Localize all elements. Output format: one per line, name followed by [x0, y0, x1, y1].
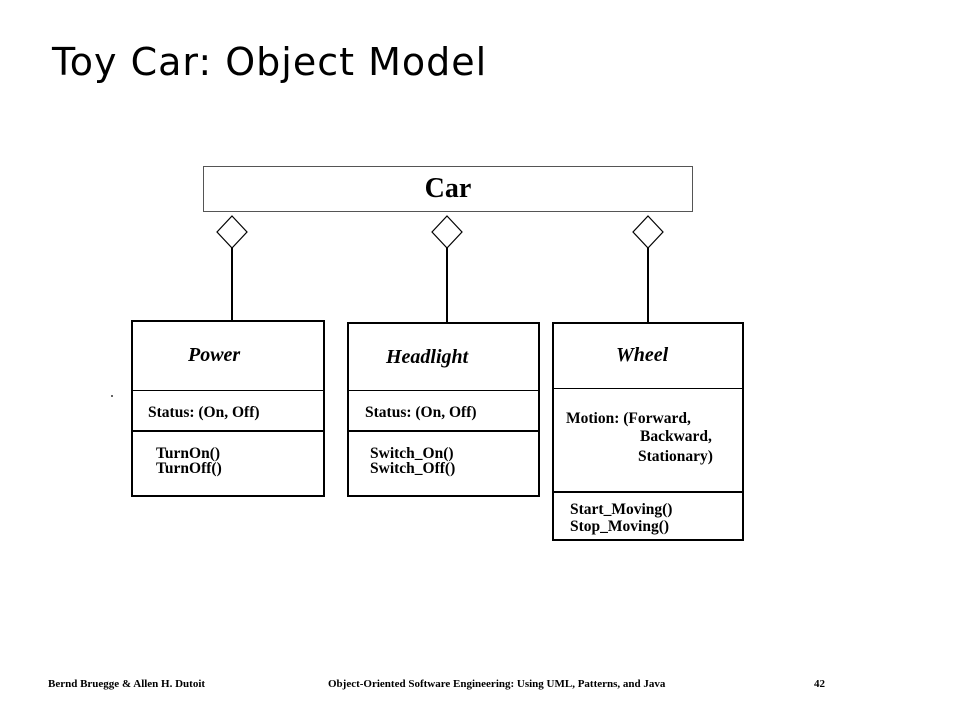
class-attribute: Status: (On, Off) — [148, 404, 260, 421]
class-box-wheel: Wheel Motion: (Forward, Backward, Statio… — [552, 322, 744, 541]
class-divider — [554, 388, 742, 389]
car-class-box: Car — [203, 166, 693, 212]
class-operation: Switch_Off() — [370, 460, 456, 477]
class-divider — [349, 430, 538, 432]
car-class-name: Car — [424, 173, 472, 204]
class-operation: TurnOff() — [156, 460, 222, 477]
class-operation: Stop_Moving() — [570, 518, 670, 535]
aggregation-diamond-wheel — [632, 215, 664, 249]
class-divider — [554, 491, 742, 493]
class-box-power: Power Status: (On, Off) TurnOn() TurnOff… — [131, 320, 325, 497]
class-attribute: Stationary) — [638, 448, 713, 465]
class-box-headlight: Headlight Status: (On, Off) Switch_On() … — [347, 322, 540, 497]
class-attribute: Backward, — [640, 428, 712, 445]
aggregation-diamond-headlight — [431, 215, 463, 249]
class-name-headlight: Headlight — [386, 346, 469, 368]
class-name-wheel: Wheel — [616, 344, 669, 366]
stray-dot — [111, 395, 113, 397]
class-divider — [133, 390, 323, 391]
footer-book-title: Object-Oriented Software Engineering: Us… — [328, 678, 666, 690]
footer-page-number: 42 — [814, 678, 825, 690]
footer-authors: Bernd Bruegge & Allen H. Dutoit — [48, 678, 206, 690]
class-divider — [349, 390, 538, 391]
class-attribute: Status: (On, Off) — [365, 404, 477, 421]
class-operation: TurnOn() — [156, 445, 221, 462]
class-divider — [133, 430, 323, 432]
class-attribute: Motion: (Forward, — [566, 410, 691, 427]
slide-title: Toy Car: Object Model — [52, 40, 488, 84]
class-operation: Start_Moving() — [570, 501, 673, 518]
class-operation: Switch_On() — [370, 445, 454, 462]
class-name-power: Power — [188, 344, 241, 366]
aggregation-diamond-power — [216, 215, 248, 249]
